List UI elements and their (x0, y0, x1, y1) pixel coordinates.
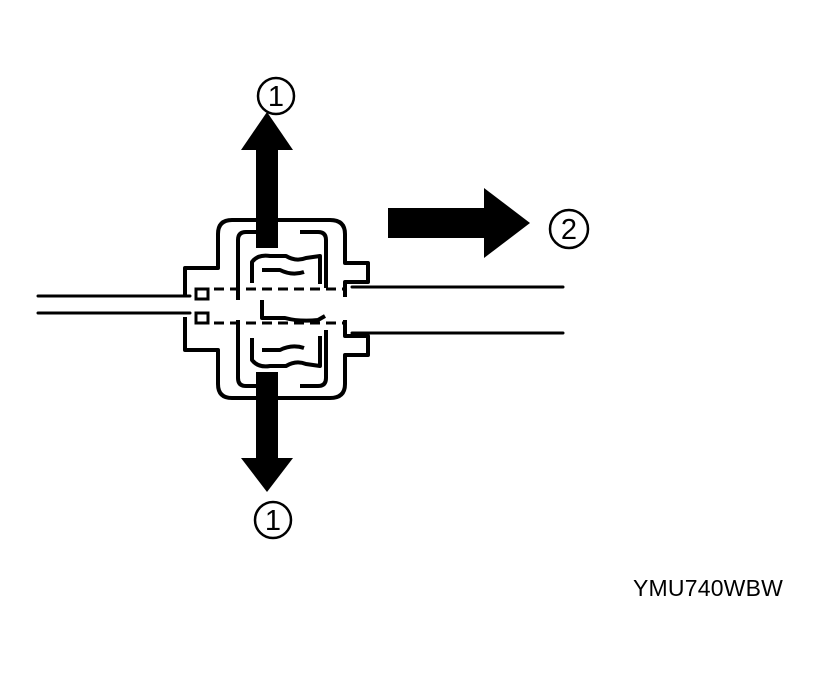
arrow-down-shaft (256, 372, 278, 460)
arrow-down (241, 372, 293, 492)
arrow-up-shaft (256, 148, 278, 248)
callout-bottom: 1 (253, 500, 293, 540)
housing-inner-left-lower (236, 320, 262, 388)
upper-gear (250, 253, 322, 284)
housing-inner-right-lower (300, 330, 328, 388)
shaft (36, 285, 565, 335)
callout-top: 1 (256, 76, 296, 116)
housing-lower-outline (183, 317, 370, 400)
callout-top-label: 1 (268, 81, 284, 113)
lower-gear (250, 336, 322, 369)
upper-gear-tooth (262, 268, 305, 276)
callout-bottom-label: 1 (265, 505, 281, 537)
callout-right-circle (548, 208, 590, 250)
figure-code: YMU740WBW (633, 575, 784, 601)
callout-right-label: 2 (561, 214, 577, 246)
callout-right: 2 (548, 208, 590, 250)
lower-gear-tooth (262, 344, 305, 352)
housing-upper-outline (183, 218, 370, 297)
center-dashes (198, 287, 345, 325)
callout-top-circle (256, 76, 296, 116)
arrow-right-head (484, 188, 530, 258)
gear-set (250, 253, 326, 369)
arrow-right (388, 188, 530, 258)
differential-housing (183, 218, 370, 400)
housing-inner-left (236, 230, 262, 300)
arrow-down-head (241, 458, 293, 492)
housing-inner-right (300, 230, 328, 288)
arrow-up (241, 112, 293, 248)
left-stub-lower (194, 311, 210, 325)
arrow-right-shaft (388, 208, 488, 238)
shaft-stubs (194, 287, 210, 325)
spider-gear (260, 300, 326, 323)
arrow-up-head (241, 112, 293, 150)
left-stub-upper (194, 287, 210, 301)
callout-bottom-circle (253, 500, 293, 540)
